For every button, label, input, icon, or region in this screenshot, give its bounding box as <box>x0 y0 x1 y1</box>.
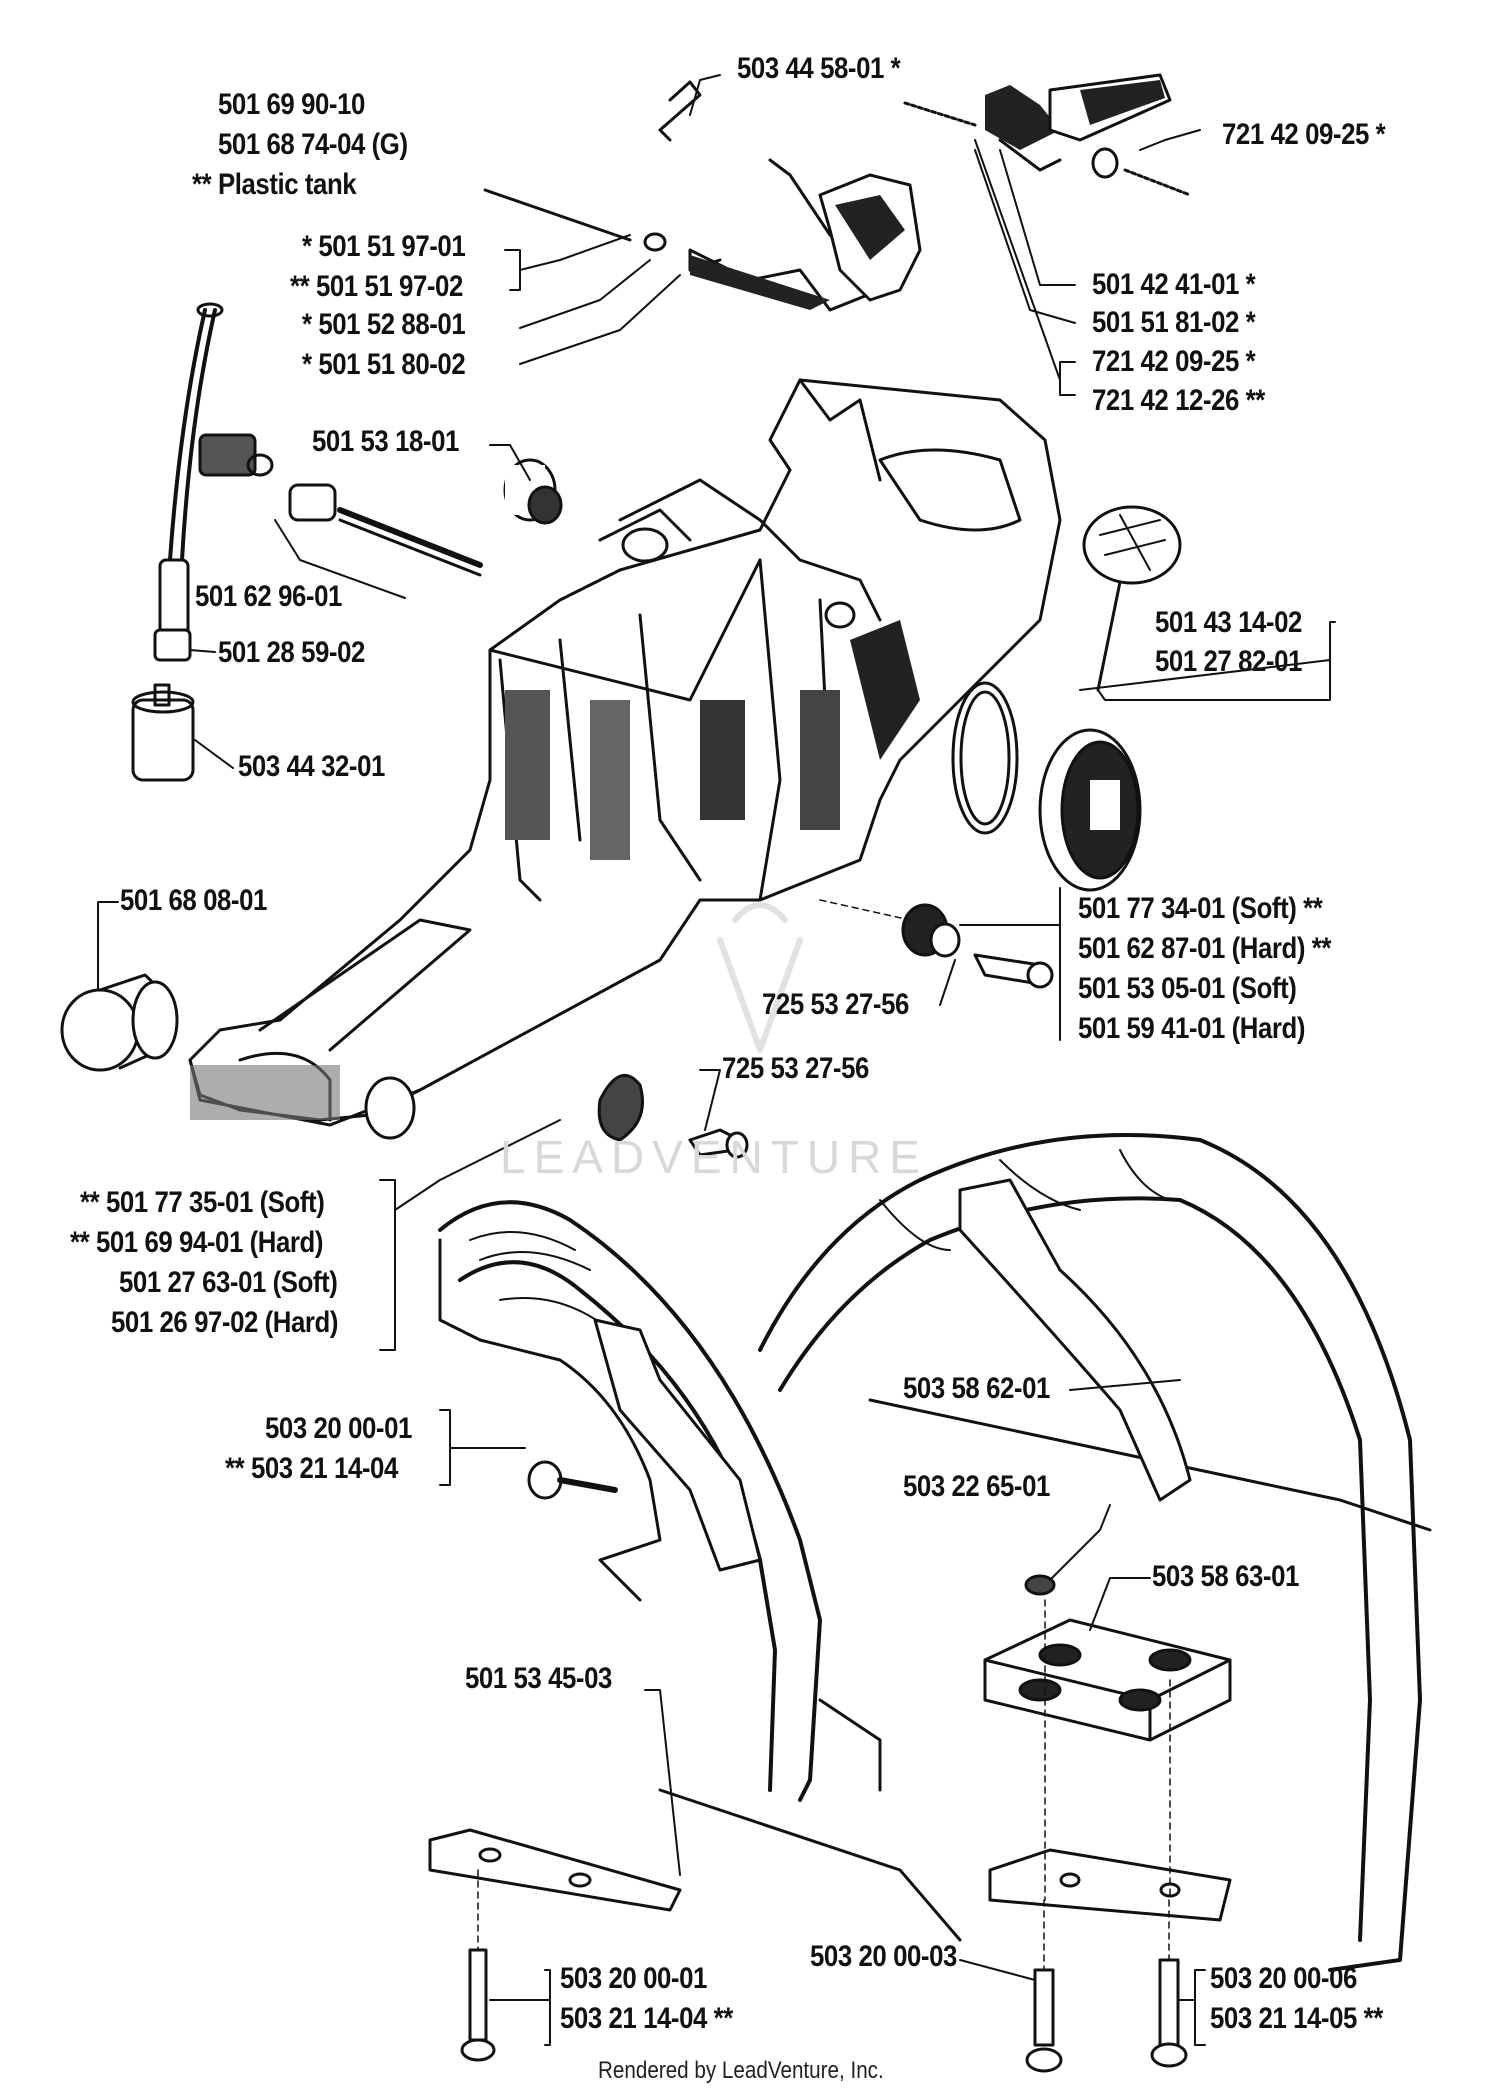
label-av-right-4: 501 59 41-01 (Hard) <box>1078 1012 1306 1045</box>
handle-mount-plate-icon <box>428 1828 1232 1922</box>
label-lock-4: 721 42 12-26 ** <box>1092 384 1265 417</box>
throttle-trigger-icon <box>483 158 922 312</box>
label-trigger-4: * 501 51 80-02 <box>302 348 466 381</box>
fuel-cap-icon <box>951 505 1182 892</box>
label-tank-note: ** Plastic tank <box>192 168 357 201</box>
label-av-left-4: 501 26 97-02 (Hard) <box>111 1306 339 1339</box>
footer-credit: Rendered by LeadVenture, Inc. <box>598 2057 884 2084</box>
label-trigger-2: ** 501 51 97-02 <box>290 270 463 303</box>
label-center-bolt: 503 20 00-03 <box>810 1940 957 1973</box>
watermark-text: LEADVENTURE <box>500 1131 928 1183</box>
fuel-filter-icon <box>131 683 195 782</box>
label-rubber-buffer: 501 53 18-01 <box>312 425 459 458</box>
label-bracket: 503 58 63-01 <box>1152 1560 1299 1593</box>
label-lock-2: 501 51 81-02 * <box>1092 306 1256 339</box>
rear-damper-icon <box>60 973 179 1072</box>
label-bolt-1: 503 20 00-01 <box>265 1412 412 1445</box>
label-av-right-1: 501 77 34-01 (Soft) ** <box>1078 892 1323 925</box>
assembly-lines <box>477 899 1171 1971</box>
label-fuel-cap-a: 501 43 14-02 <box>1155 606 1302 639</box>
label-lock-1: 501 42 41-01 * <box>1092 268 1256 301</box>
anti-vibration-element-icon <box>597 903 1054 1159</box>
label-screw-b: 725 53 27-56 <box>722 1052 869 1085</box>
label-bottom-bolt-1: 503 20 00-01 <box>560 1962 707 1995</box>
label-av-right-2: 501 62 87-01 (Hard) ** <box>1078 932 1331 965</box>
tank-housing-icon <box>188 378 1062 1140</box>
label-av-left-2: ** 501 69 94-01 (Hard) <box>70 1226 323 1259</box>
label-screw-a: 725 53 27-56 <box>762 988 909 1021</box>
label-tank-part-a: 501 69 90-10 <box>218 88 365 121</box>
label-fuel-cap-b: 501 27 82-01 <box>1155 645 1302 678</box>
label-hose-b: 501 28 59-02 <box>218 636 365 669</box>
label-bottom-bolt-2: 503 21 14-04 ** <box>560 2002 733 2035</box>
label-trigger-1: * 501 51 97-01 <box>302 230 466 263</box>
handle-bracket-icon <box>983 1574 1232 1742</box>
label-lock-3: 721 42 09-25 * <box>1092 345 1256 378</box>
fuel-hose-icon <box>153 302 224 662</box>
front-handle-icon <box>438 1133 1432 1972</box>
label-bolt-2: ** 503 21 14-04 <box>225 1452 398 1485</box>
hose-grommet-icon <box>198 433 483 577</box>
label-hose-a: 501 62 96-01 <box>195 580 342 613</box>
label-pin-right: 721 42 09-25 * <box>1222 118 1386 151</box>
label-av-right-3: 501 53 05-01 (Soft) <box>1078 972 1297 1005</box>
label-av-left-1: ** 501 77 35-01 (Soft) <box>80 1186 325 1219</box>
handle-guard-plate-icon <box>593 1178 1192 1572</box>
watermark-logo-icon <box>717 902 803 1053</box>
label-guard-plate: 503 58 62-01 <box>903 1372 1050 1405</box>
rubber-buffer-icon <box>503 458 563 525</box>
label-right-bolt-1: 503 20 00-06 <box>1210 1962 1357 1995</box>
label-spring-top: 503 44 58-01 * <box>737 52 901 85</box>
label-tank-part-b: 501 68 74-04 (G) <box>218 128 408 161</box>
label-right-bolt-2: 503 21 14-05 ** <box>1210 2002 1383 2035</box>
label-nut: 503 22 65-01 <box>903 1470 1050 1503</box>
label-rear-damper: 501 68 08-01 <box>120 884 267 917</box>
label-av-left-3: 501 27 63-01 (Soft) <box>119 1266 338 1299</box>
label-trigger-3: * 501 52 88-01 <box>302 308 466 341</box>
throttle-lock-icon <box>658 73 1192 197</box>
label-fuel-filter: 503 44 32-01 <box>238 750 385 783</box>
label-handle: 501 53 45-03 <box>465 1662 612 1695</box>
leader-lines <box>97 74 1336 2046</box>
